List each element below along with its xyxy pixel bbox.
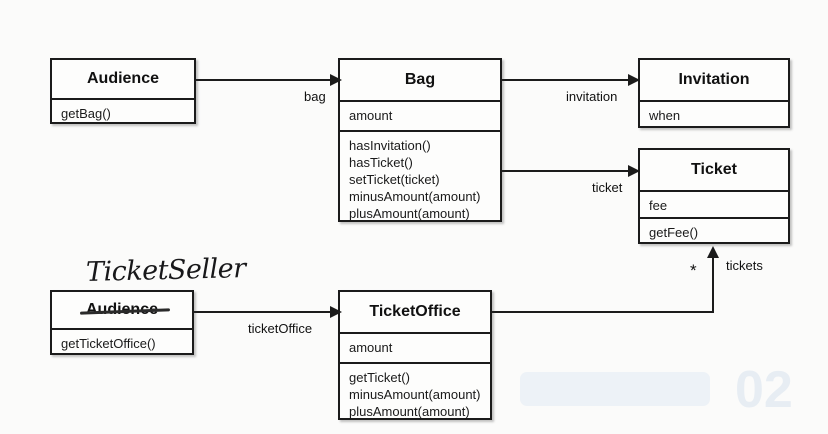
- class-name-ticket: Ticket: [640, 150, 788, 192]
- operation-item: plusAmount(amount): [349, 206, 470, 221]
- class-attributes-invitation: when: [640, 102, 788, 130]
- edge-ticketoffice-ticket-horizontal: [492, 311, 714, 313]
- class-box-ticket[interactable]: Ticket fee getFee(): [638, 148, 790, 244]
- edge-label-ticket: ticket: [592, 180, 623, 195]
- class-box-invitation[interactable]: Invitation when: [638, 58, 790, 128]
- operation-item: getFee(): [649, 225, 699, 240]
- class-box-bag[interactable]: Bag amount hasInvitation() hasTicket() s…: [338, 58, 502, 222]
- class-operations-ticketoffice: getTicket() minusAmount(amount) plusAmou…: [340, 364, 490, 419]
- arrowhead-audience-ticketoffice: [330, 306, 342, 318]
- class-name-ticketoffice: TicketOffice: [340, 292, 490, 334]
- class-operations-bag: hasInvitation() hasTicket() setTicket(ti…: [340, 132, 500, 221]
- edge-label-bag: bag: [304, 89, 326, 104]
- class-attributes-bag: amount: [340, 102, 500, 132]
- operation-item: hasTicket(): [349, 155, 413, 170]
- operation-item: setTicket(ticket): [349, 172, 440, 187]
- edge-label-tickets: tickets: [726, 258, 763, 273]
- arrowhead-ticketoffice-ticket: [707, 246, 719, 258]
- operation-item: getTicket(): [349, 370, 410, 385]
- edge-label-ticketoffice: ticketOffice: [248, 321, 313, 336]
- class-name-audience-bottom: Audience: [52, 292, 192, 330]
- class-operations-audience-top: getBag(): [52, 100, 194, 126]
- attribute-item: amount: [349, 340, 393, 355]
- operation-item: getTicketOffice(): [61, 336, 156, 351]
- class-box-ticketoffice[interactable]: TicketOffice amount getTicket() minusAmo…: [338, 290, 492, 420]
- class-name-invitation: Invitation: [640, 60, 788, 102]
- operation-item: hasInvitation(): [349, 138, 431, 153]
- attribute-item: when: [649, 108, 681, 123]
- operation-item: getBag(): [61, 106, 111, 121]
- edge-audience-bag: [196, 79, 338, 81]
- operation-item: minusAmount(amount): [349, 387, 481, 402]
- operation-item: plusAmount(amount): [349, 404, 470, 419]
- class-box-audience-bottom[interactable]: Audience getTicketOffice(): [50, 290, 194, 355]
- class-operations-ticket: getFee(): [640, 219, 788, 246]
- arrowhead-bag-ticket: [628, 165, 640, 177]
- arrowhead-bag-invitation: [628, 74, 640, 86]
- class-name-bag: Bag: [340, 60, 500, 102]
- bleed-through-band: [520, 372, 710, 406]
- edge-ticketoffice-ticket-vertical: [712, 256, 714, 313]
- class-box-audience-top[interactable]: Audience getBag(): [50, 58, 196, 124]
- class-operations-audience-bottom: getTicketOffice(): [52, 330, 192, 357]
- class-attributes-ticket: fee: [640, 192, 788, 219]
- class-name-audience-top: Audience: [52, 60, 194, 100]
- attribute-item: fee: [649, 198, 668, 213]
- edge-audience-ticketoffice: [194, 311, 338, 313]
- edge-bag-invitation: [502, 79, 636, 81]
- operation-item: minusAmount(amount): [349, 189, 481, 204]
- multiplicity-tickets: *: [690, 261, 697, 280]
- bleed-through-page-number: 02: [735, 361, 793, 419]
- attribute-item: amount: [349, 108, 393, 123]
- arrowhead-audience-bag: [330, 74, 342, 86]
- class-attributes-ticketoffice: amount: [340, 334, 490, 364]
- edge-label-invitation: invitation: [566, 89, 618, 104]
- handwritten-annotation-ticketseller: TicketSeller: [85, 253, 246, 288]
- edge-bag-ticket: [502, 170, 636, 172]
